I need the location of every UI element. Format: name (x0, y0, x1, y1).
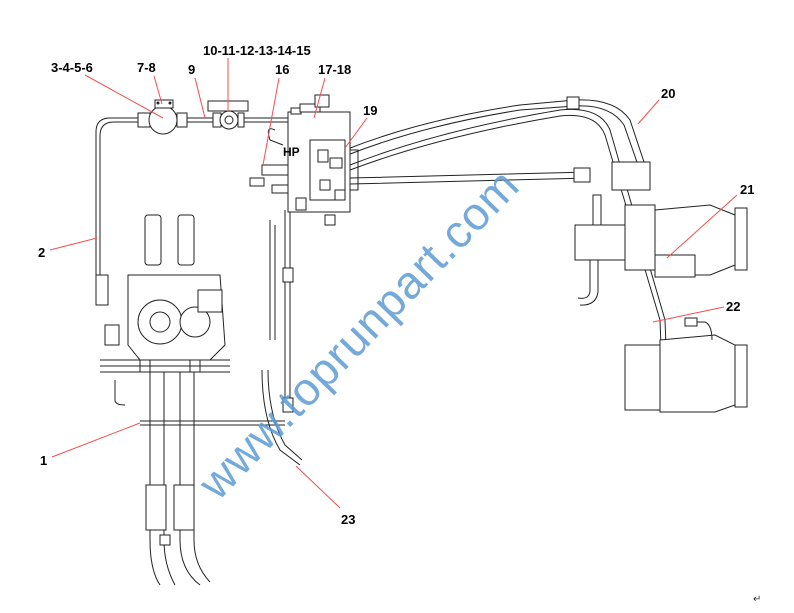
callout-16: 16 (275, 62, 289, 77)
callout-1: 1 (40, 453, 47, 468)
callout-22: 22 (726, 299, 740, 314)
callout-2: 2 (38, 245, 45, 260)
pipe-lines (95, 96, 669, 466)
callout-labels: 3-4-5-6 7-8 9 10-11-12-13-14-15 16 17-18… (38, 43, 754, 527)
paragraph-mark: ↵ (753, 594, 761, 605)
watermark: www.toprunpart.com (187, 158, 529, 509)
valve-label-hp: HP (283, 145, 300, 159)
callout-10-15: 10-11-12-13-14-15 (203, 43, 311, 58)
leader-lines (49, 58, 738, 509)
callout-17-18: 17-18 (318, 62, 351, 77)
callout-20: 20 (661, 86, 675, 101)
callout-21: 21 (740, 182, 754, 197)
callout-9: 9 (188, 62, 195, 77)
main-pump (95, 214, 226, 372)
callout-7-8: 7-8 (137, 60, 156, 75)
callout-3-4-5-6: 3-4-5-6 (51, 60, 93, 75)
callout-23: 23 (341, 512, 355, 527)
suction-hoses (145, 372, 211, 586)
travel-motor-upper (574, 194, 748, 306)
callout-19: 19 (363, 103, 377, 118)
valve-block: HP (249, 94, 359, 226)
filter-assembly (137, 99, 188, 135)
travel-motor-lower (624, 317, 748, 413)
